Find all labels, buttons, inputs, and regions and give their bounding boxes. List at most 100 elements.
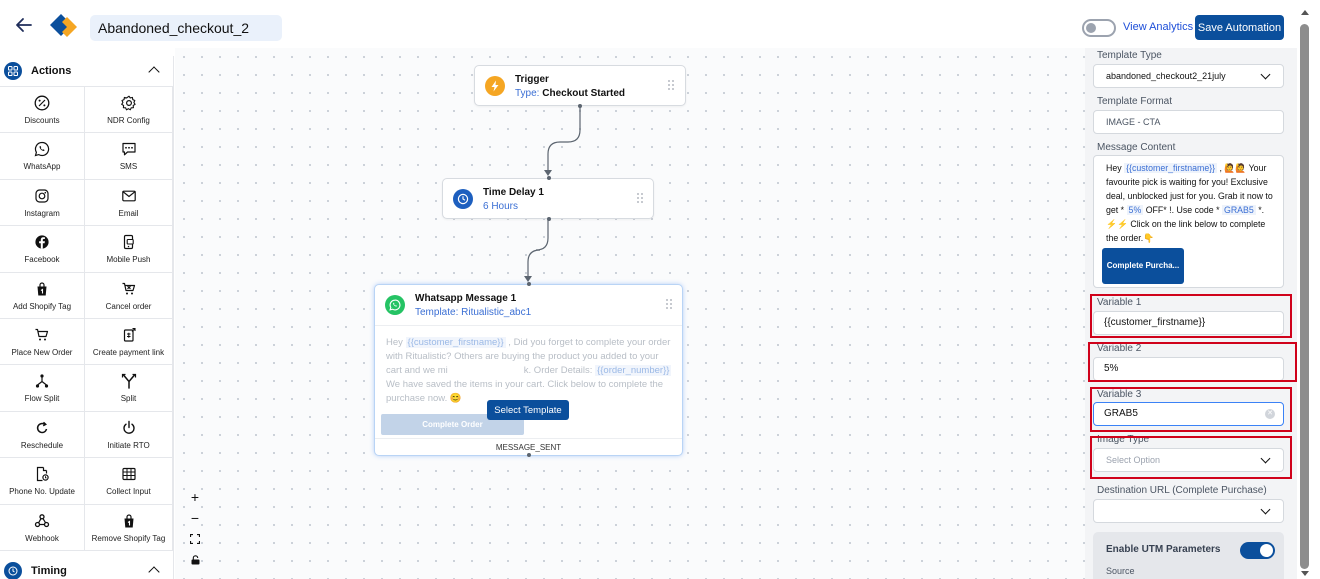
action-phone-no-update[interactable]: Phone No. Update [0, 458, 85, 505]
shopify-bag-remove-icon [124, 513, 133, 528]
complete-purchase-cta: Complete Purcha... [1102, 248, 1184, 284]
action-sms[interactable]: SMS [85, 133, 173, 180]
cart-icon [35, 328, 49, 341]
zoom-in-button[interactable]: + [190, 489, 200, 505]
whatsapp-icon [34, 142, 50, 157]
input-handle[interactable] [547, 176, 551, 180]
action-facebook[interactable]: Facebook [0, 226, 85, 273]
action-discounts[interactable]: Discounts [0, 87, 85, 134]
utm-toggle[interactable] [1240, 542, 1275, 559]
action-instagram[interactable]: Instagram [0, 179, 85, 227]
action-initiate-rto[interactable]: Initiate RTO [85, 411, 173, 459]
action-whatsapp[interactable]: WhatsApp [0, 133, 85, 180]
action-email[interactable]: Email [85, 179, 173, 227]
variable-1-input[interactable]: {{customer_firstname}} [1093, 311, 1284, 335]
chevron-down-icon [1260, 504, 1271, 515]
action-remove-shopify-tag[interactable]: Remove Shopify Tag [85, 504, 173, 551]
view-analytics-link[interactable]: View Analytics [1123, 21, 1194, 33]
message-config-panel: Template Type abandoned_checkout2_21july… [1085, 48, 1297, 579]
variable-1-value: {{customer_firstname}} [1104, 317, 1206, 328]
output-handle[interactable] [527, 453, 531, 457]
back-arrow-icon[interactable] [14, 15, 34, 35]
message-content-label: Message Content [1097, 142, 1176, 153]
drag-handle-icon[interactable] [668, 80, 676, 92]
automation-name-input[interactable] [90, 15, 282, 41]
action-flow-split[interactable]: Flow Split [0, 365, 85, 412]
zoom-out-button[interactable]: − [190, 510, 200, 526]
action-label: Instagram [24, 208, 60, 218]
action-label: Cancel order [105, 301, 152, 311]
action-label: Phone No. Update [9, 487, 75, 497]
actions-sidebar: Actions Discounts NDR Config WhatsApp SM… [0, 56, 174, 579]
page-scrollbar[interactable] [1298, 8, 1312, 576]
highlight-box [1090, 387, 1292, 432]
whatsapp-icon [385, 295, 405, 315]
variable-3-input[interactable]: GRAB5 ✕ [1093, 402, 1284, 426]
action-webhook[interactable]: Webhook [0, 504, 85, 551]
action-collect-input[interactable]: Collect Input [85, 458, 173, 505]
action-label: Reschedule [20, 440, 64, 450]
destination-url-select[interactable] [1093, 499, 1284, 523]
flow-canvas[interactable]: Trigger Type: Checkout Started Time Dela… [175, 48, 1085, 579]
message-variable: 5% [1126, 205, 1144, 215]
action-place-new-order[interactable]: Place New Order [0, 318, 85, 366]
actions-section-header[interactable]: Actions [0, 56, 173, 86]
template-format-field: IMAGE - CTA [1093, 110, 1284, 134]
highlight-box [1090, 436, 1292, 479]
variable-2-value: 5% [1104, 363, 1119, 374]
action-reschedule[interactable]: Reschedule [0, 411, 85, 459]
message-content-box: Hey {{customer_firstname}} , 🙋🙋 Your fav… [1093, 155, 1284, 288]
select-template-button[interactable]: Select Template [487, 400, 569, 420]
instagram-icon [35, 189, 49, 203]
scroll-up-arrow-icon[interactable] [1301, 10, 1309, 15]
toggle-knob [1260, 544, 1273, 557]
template-type-value: abandoned_checkout2_21july [1106, 71, 1226, 81]
analytics-toggle[interactable] [1082, 19, 1116, 37]
toggle-knob [1086, 23, 1096, 33]
timing-title: Timing [31, 565, 67, 577]
clock-icon [453, 189, 473, 209]
whatsapp-node-title: Whatsapp Message 1 [415, 293, 517, 304]
template-type-select[interactable]: abandoned_checkout2_21july [1093, 64, 1284, 88]
image-type-select[interactable]: Select Option [1093, 448, 1284, 472]
utm-label: Enable UTM Parameters [1106, 544, 1221, 555]
highlight-box [1088, 342, 1297, 382]
scroll-thumb[interactable] [1300, 24, 1309, 569]
preview-text: Hey [386, 337, 406, 348]
timing-section-header[interactable]: Timing [0, 556, 173, 579]
chevron-up-icon[interactable] [148, 66, 160, 78]
save-automation-button[interactable]: Save Automation [1195, 15, 1284, 40]
time-delay-node[interactable]: Time Delay 1 6 Hours [442, 176, 654, 221]
preview-text: , Did you forget to complete your order … [386, 337, 671, 376]
whatsapp-message-node[interactable]: Whatsapp Message 1 Template: Ritualistic… [374, 282, 683, 457]
action-split[interactable]: Split [85, 365, 173, 412]
scroll-down-arrow-icon[interactable] [1301, 571, 1309, 576]
drag-handle-icon[interactable] [666, 299, 674, 311]
action-cancel-order[interactable]: Cancel order [85, 272, 173, 319]
clock-icon [4, 562, 22, 579]
lightning-icon [485, 76, 505, 96]
clear-icon[interactable]: ✕ [1265, 409, 1275, 419]
preview-text: We have saved the items in your cart. Cl… [386, 379, 664, 404]
action-ndr-config[interactable]: NDR Config [85, 87, 173, 134]
message-content-text: Hey {{customer_firstname}} , 🙋🙋 Your fav… [1106, 161, 1277, 245]
input-handle[interactable] [527, 282, 531, 286]
action-create-payment-link[interactable]: Create payment link [85, 318, 173, 366]
reschedule-icon [36, 421, 48, 433]
destination-url-label: Destination URL (Complete Purchase) [1097, 485, 1267, 496]
message-text: *. ⚡⚡ Click on the link below to complet… [1106, 205, 1266, 243]
chevron-up-icon[interactable] [148, 566, 160, 578]
trigger-node[interactable]: Trigger Type: Checkout Started [474, 65, 686, 108]
action-mobile-push[interactable]: Mobile Push [85, 226, 173, 273]
action-label: Place New Order [11, 347, 73, 357]
drag-handle-icon[interactable] [637, 193, 645, 205]
trigger-title: Trigger [515, 74, 549, 85]
fit-view-button[interactable] [185, 529, 205, 549]
lock-button[interactable] [185, 550, 205, 570]
action-label: WhatsApp [23, 162, 61, 172]
output-handle[interactable] [578, 104, 582, 108]
action-add-shopify-tag[interactable]: Add Shopify Tag [0, 272, 85, 319]
whatsapp-message-preview: Hey {{customer_firstname}} , Did you for… [375, 325, 682, 438]
output-handle[interactable] [547, 217, 551, 221]
